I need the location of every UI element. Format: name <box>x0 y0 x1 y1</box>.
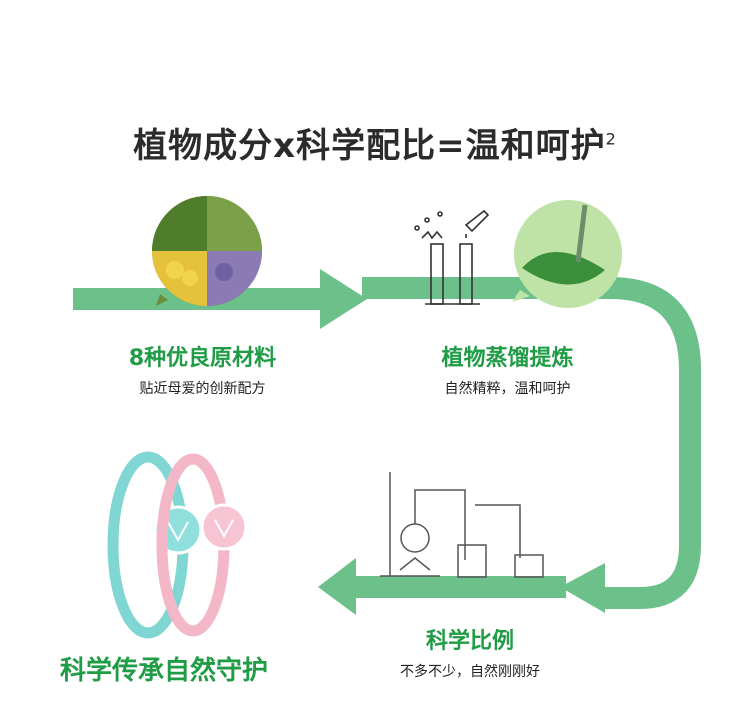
arrow-left-icon <box>318 558 356 615</box>
test-tubes-icon <box>414 209 490 305</box>
arrow-right-icon <box>320 269 367 329</box>
arrow-left-icon-right <box>560 563 605 613</box>
step-materials-heading: 8种优良原材料 <box>128 346 277 371</box>
title-text: 植物成分x科学配比=温和呵护 <box>133 126 606 166</box>
step-distill-heading: 植物蒸馏提炼 <box>441 346 574 371</box>
herbs-photo <box>152 196 262 306</box>
final-heading: 科学传承自然守护 <box>60 656 269 686</box>
title-superscript: 2 <box>605 129 617 149</box>
band-bottom <box>356 576 566 598</box>
step-distill-sub: 自然精粹，温和呵护 <box>444 381 571 397</box>
leaf-dropper-photo <box>512 200 622 308</box>
step-materials: 8种优良原材料 贴近母爱的创新配方 <box>95 340 310 398</box>
distillation-apparatus-icon <box>380 472 544 578</box>
step-ratio: 科学比例 不多不少，自然刚刚好 <box>360 623 580 681</box>
step-materials-sub: 贴近母爱的创新配方 <box>139 381 266 397</box>
band-loop <box>362 277 701 609</box>
step-ratio-heading: 科学比例 <box>425 629 514 654</box>
page-title: 植物成分x科学配比=温和呵护2 <box>0 118 750 167</box>
step-ratio-sub: 不多不少，自然刚刚好 <box>400 664 540 680</box>
pink-ring-product <box>156 453 248 637</box>
step-distill: 植物蒸馏提炼 自然精粹，温和呵护 <box>400 340 615 398</box>
